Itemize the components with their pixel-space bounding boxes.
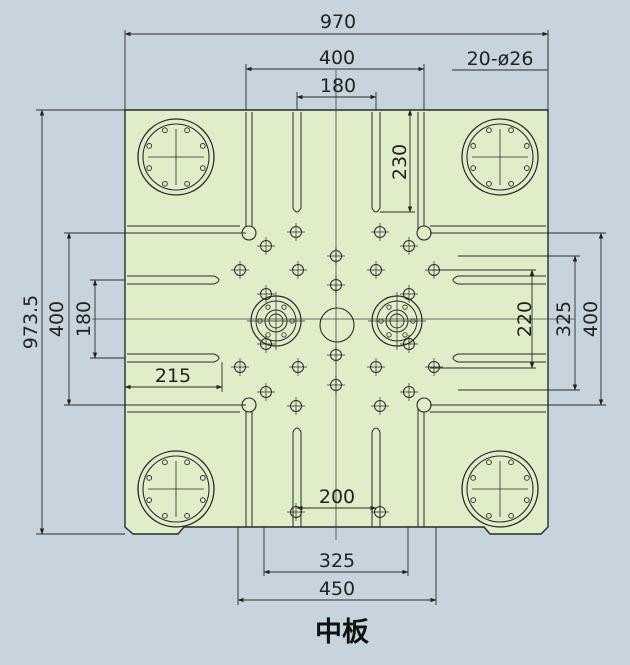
tie-bar-bolt bbox=[184, 127, 190, 134]
plate-outline bbox=[124, 109, 549, 535]
flange-bolt bbox=[402, 332, 408, 338]
flange-bolt bbox=[281, 304, 287, 310]
tie-bar-bolt bbox=[470, 165, 477, 171]
dim-inner-spacing-h: 180 bbox=[320, 75, 356, 97]
dim-bottom-outer-spacing: 450 bbox=[319, 578, 355, 600]
drawing-title: 中板 bbox=[315, 617, 369, 648]
tie-bar-bolt bbox=[486, 512, 492, 519]
flange-bolt bbox=[386, 332, 392, 338]
dim-tiebar-spacing-h: 400 bbox=[319, 47, 355, 69]
flange-bolt bbox=[265, 304, 271, 310]
tie-bar-outer-ring bbox=[461, 450, 539, 528]
dim-slot-length: 230 bbox=[389, 144, 411, 180]
tie-bar-bolt bbox=[184, 459, 190, 466]
tie-bar-inner-ring bbox=[466, 455, 534, 523]
bolt-hole-grid bbox=[231, 223, 443, 521]
center-bore bbox=[319, 307, 355, 343]
tie-bar-outer-ring bbox=[461, 118, 539, 196]
tie-bar-bolt bbox=[508, 127, 514, 134]
tie-bar-holes bbox=[137, 118, 539, 528]
slot-end-holes bbox=[241, 225, 432, 413]
tie-bar-bolt bbox=[508, 512, 514, 519]
dim-mid-spacing-v-right: 325 bbox=[553, 301, 575, 337]
tie-bar-bolt bbox=[199, 475, 206, 481]
tie-bar-bolt bbox=[162, 512, 168, 519]
tie-bar-bolt bbox=[146, 475, 153, 481]
flange-bolt bbox=[386, 304, 392, 310]
top-slots bbox=[245, 112, 425, 233]
flange-bolt bbox=[402, 304, 408, 310]
dim-overall-height: 973.5 bbox=[20, 295, 42, 349]
center-lines bbox=[92, 70, 575, 540]
dim-inner-spacing-v-left: 180 bbox=[73, 301, 95, 337]
tie-bar-bolt bbox=[486, 127, 492, 134]
tie-bar-bolt bbox=[470, 475, 477, 481]
dimension-lines bbox=[36, 30, 606, 605]
tie-bar-bolt bbox=[523, 475, 530, 481]
bottom-slots bbox=[245, 405, 425, 527]
tie-bar-bolt bbox=[199, 497, 206, 503]
tie-bar-bolt bbox=[199, 165, 206, 171]
tie-bar-bolt bbox=[184, 512, 190, 519]
tie-bar-bolt bbox=[146, 497, 153, 503]
tie-bar-bolt bbox=[470, 497, 477, 503]
tie-bar-bolt bbox=[199, 143, 206, 149]
tie-bar-bolt bbox=[162, 127, 168, 134]
tie-bar-bolt bbox=[146, 165, 153, 171]
tie-bar-bolt bbox=[146, 143, 153, 149]
dim-bottom-mid-spacing: 325 bbox=[319, 550, 355, 572]
tie-bar-bolt bbox=[523, 497, 530, 503]
tie-bar-outer-ring bbox=[137, 450, 215, 528]
tie-bar-bolt bbox=[523, 143, 530, 149]
flange-bolt bbox=[265, 332, 271, 338]
tie-bar-bolt bbox=[184, 180, 190, 187]
dim-inner-spacing-v-right: 220 bbox=[514, 301, 536, 337]
tie-bar-outer-ring bbox=[137, 118, 215, 196]
dim-left-slot-length: 215 bbox=[155, 365, 191, 387]
tie-bar-bolt bbox=[162, 180, 168, 187]
tie-bar-bolt bbox=[486, 459, 492, 466]
tie-bar-inner-ring bbox=[466, 123, 534, 191]
dim-overall-width: 970 bbox=[320, 11, 356, 33]
tie-bar-bolt bbox=[162, 459, 168, 466]
tie-bar-bolt bbox=[470, 143, 477, 149]
dim-tiebar-spacing-v-left: 400 bbox=[46, 301, 68, 337]
dim-bottom-slot-spacing: 200 bbox=[319, 486, 355, 508]
nozzle-flanges bbox=[247, 292, 426, 350]
tie-bar-bolt bbox=[508, 459, 514, 466]
tie-bar-inner-ring bbox=[142, 455, 210, 523]
dim-outer-spacing-v-right: 400 bbox=[580, 301, 602, 337]
dim-hole-spec: 20-ø26 bbox=[467, 48, 534, 70]
tie-bar-bolt bbox=[523, 165, 530, 171]
tie-bar-bolt bbox=[486, 180, 492, 187]
flange-bolt bbox=[281, 332, 287, 338]
tie-bar-bolt bbox=[508, 180, 514, 187]
tie-bar-inner-ring bbox=[142, 123, 210, 191]
